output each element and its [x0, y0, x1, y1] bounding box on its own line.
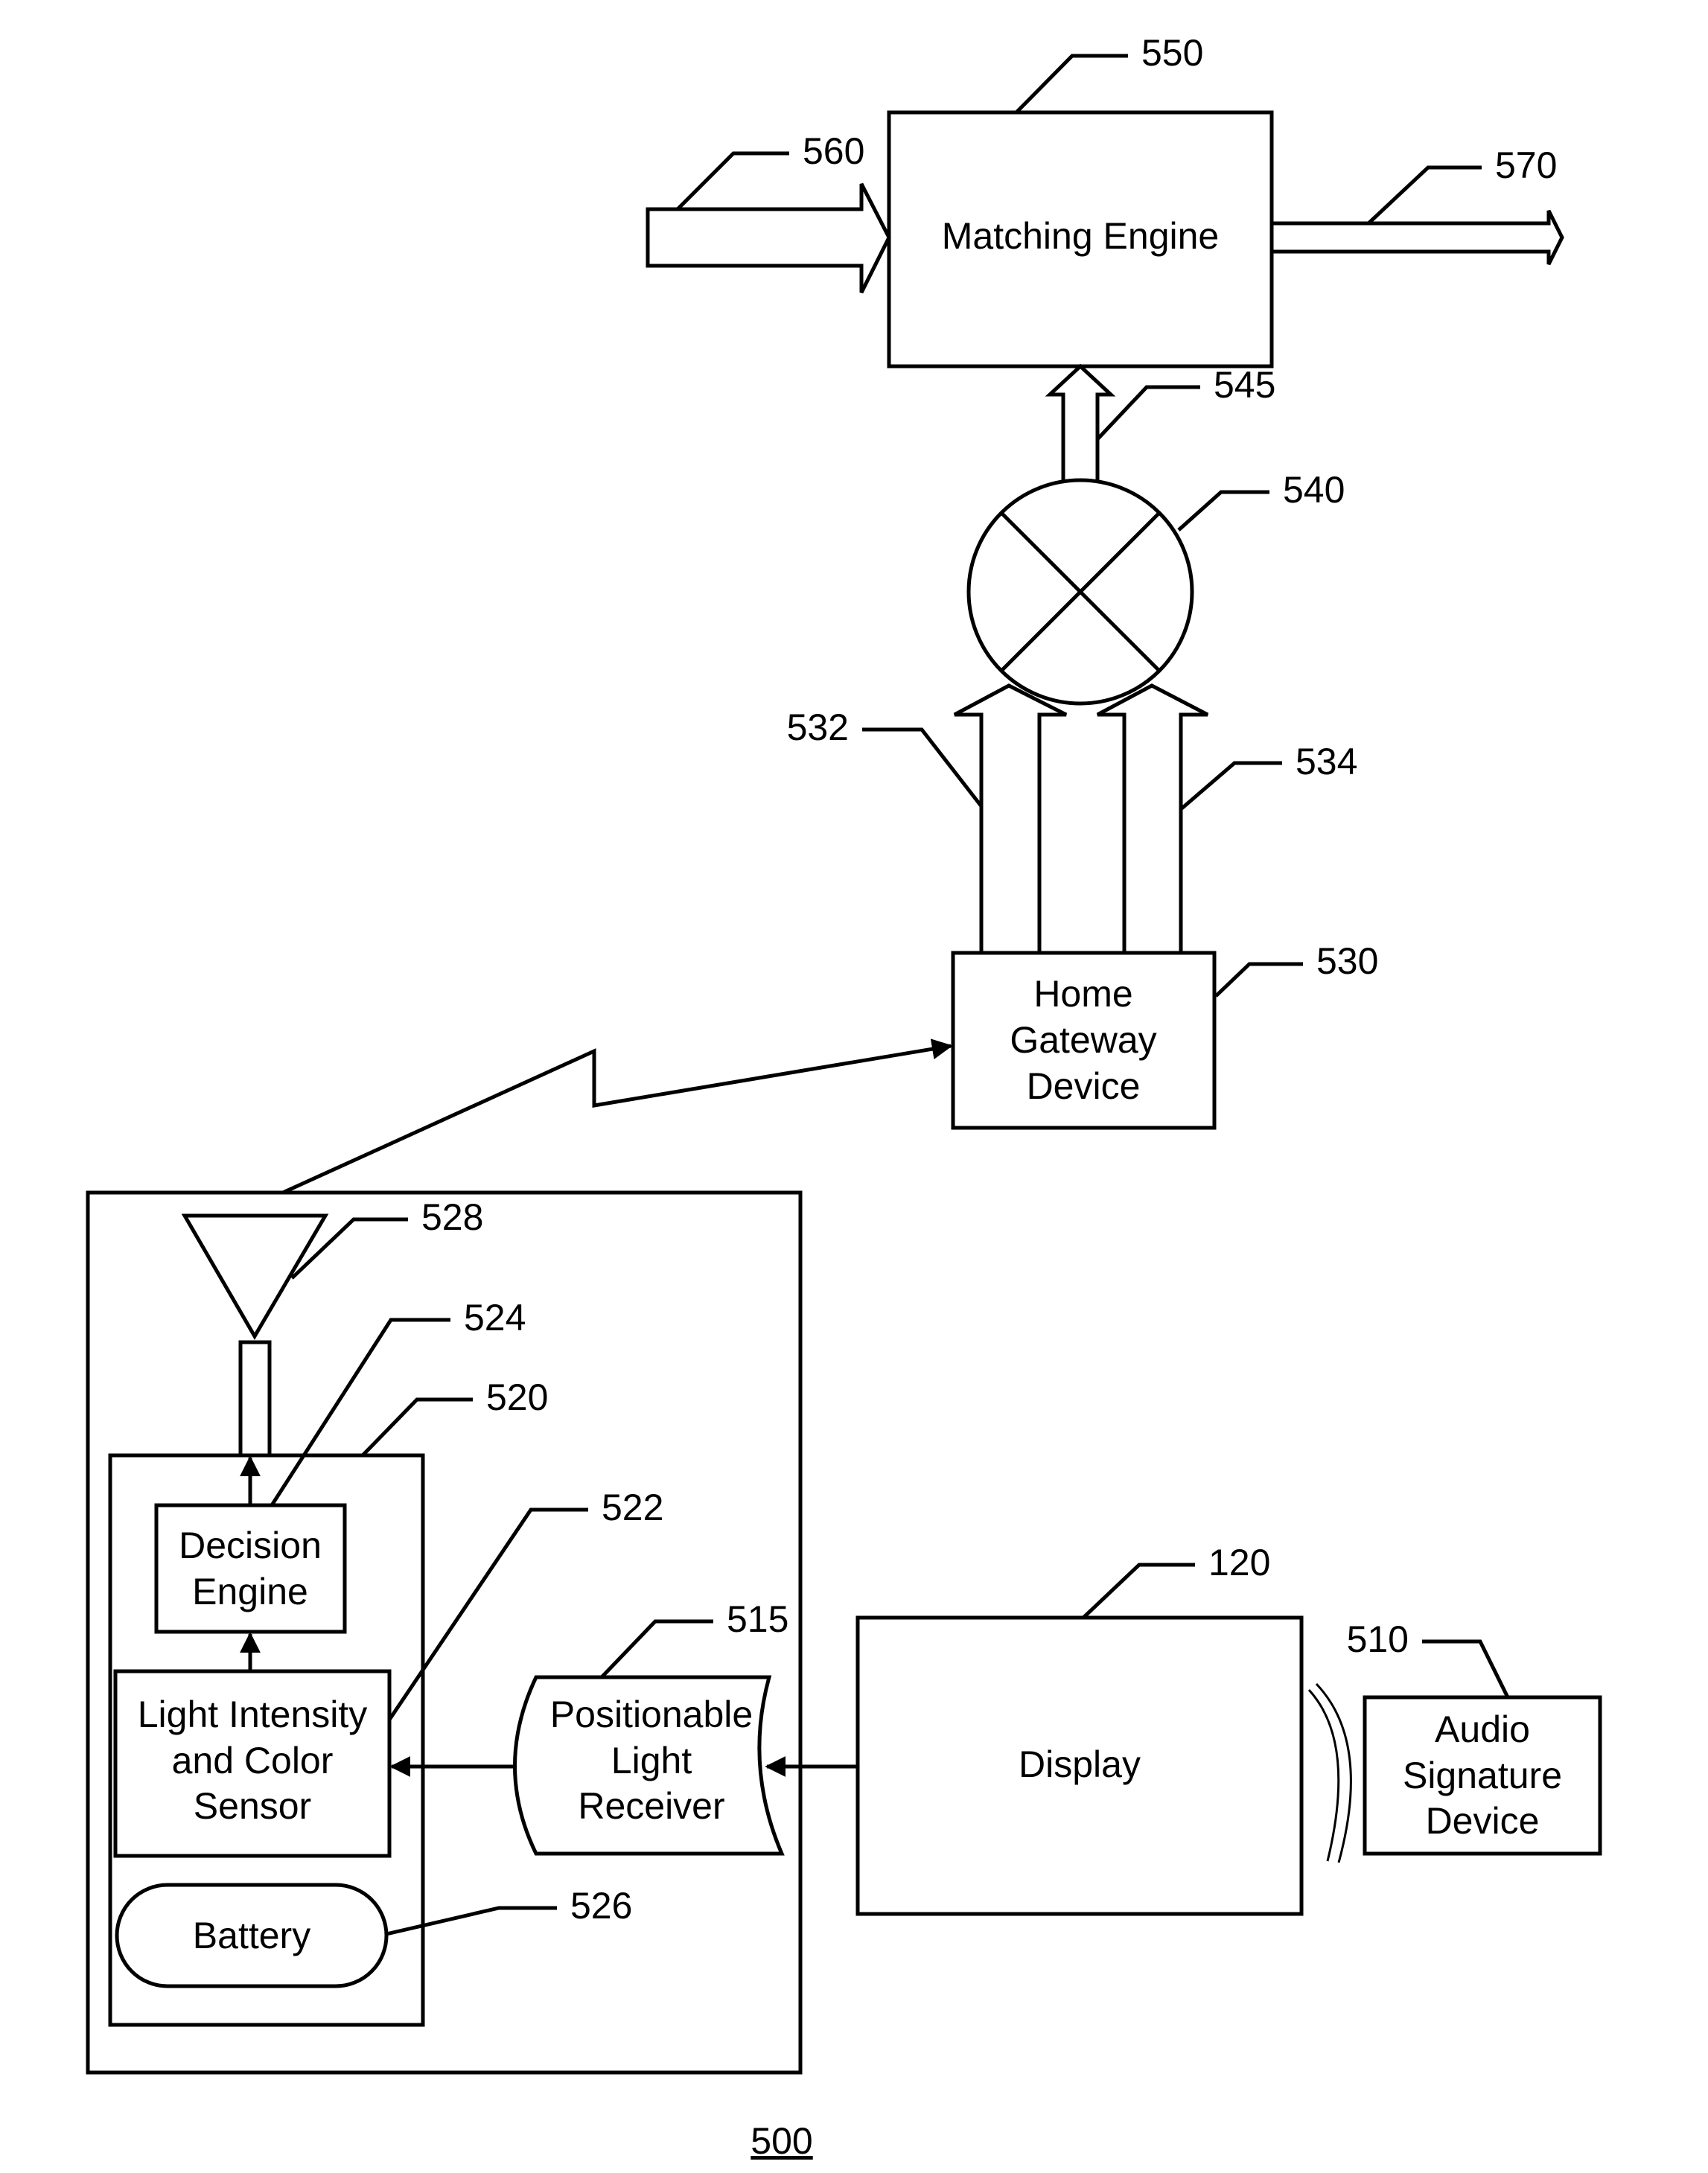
light-receiver-line-1: Positionable — [550, 1694, 753, 1735]
home-gateway-line-2: Gateway — [1010, 1019, 1156, 1061]
ref-530: 530 — [1316, 940, 1378, 982]
audio-device-line-1: Audio — [1435, 1708, 1530, 1750]
decision-engine-line-1: Decision — [179, 1525, 322, 1566]
ref-510: 510 — [1347, 1618, 1409, 1660]
ref-515: 515 — [727, 1598, 788, 1640]
ref-550: 550 — [1141, 32, 1203, 74]
output-arrow-570: 570 — [1272, 144, 1562, 264]
matching-engine-block: Matching Engine — [889, 112, 1272, 366]
ref-520: 520 — [486, 1376, 548, 1418]
matching-engine-label: Matching Engine — [942, 215, 1219, 257]
audio-wave-icon — [1309, 1684, 1351, 1863]
home-gateway-line-3: Device — [1027, 1065, 1141, 1107]
signal-arrows-532-534: 532 534 — [787, 686, 1358, 953]
audio-signature-device-block: Audio Signature Device 510 — [1347, 1618, 1600, 1854]
wireless-link — [283, 1046, 951, 1193]
light-sensor-line-3: Sensor — [194, 1785, 311, 1827]
input-arrow-560: 560 — [648, 130, 889, 293]
ref-524: 524 — [464, 1297, 526, 1338]
ref-534: 534 — [1296, 741, 1357, 782]
light-sensor-line-1: Light Intensity — [138, 1694, 368, 1735]
ref-570: 570 — [1495, 144, 1557, 186]
ref-528: 528 — [421, 1196, 483, 1238]
audio-device-line-3: Device — [1426, 1800, 1540, 1842]
battery-label: Battery — [193, 1915, 310, 1956]
ref-522: 522 — [602, 1487, 663, 1528]
home-gateway-line-1: Home — [1033, 973, 1132, 1015]
light-receiver-line-2: Light — [611, 1740, 692, 1781]
ref-540: 540 — [1283, 469, 1345, 511]
ref-532: 532 — [787, 706, 849, 748]
combiner-540: 540 — [969, 469, 1345, 703]
light-receiver-line-3: Receiver — [578, 1785, 724, 1827]
audio-device-line-2: Signature — [1403, 1755, 1562, 1796]
ref-560: 560 — [803, 130, 864, 172]
ref-526: 526 — [570, 1885, 632, 1927]
home-gateway-block: Home Gateway Device 530 — [953, 940, 1378, 1128]
ref-545: 545 — [1214, 364, 1275, 406]
signal-arrow-545: 545 — [1050, 364, 1275, 480]
decision-engine-line-2: Engine — [192, 1571, 308, 1612]
display-label: Display — [1019, 1743, 1141, 1785]
display-block: Display 120 — [858, 1542, 1301, 1914]
ref-120: 120 — [1208, 1542, 1270, 1583]
light-sensor-line-2: and Color — [172, 1740, 334, 1781]
figure-number: 500 — [751, 2120, 812, 2162]
ref-550-leader: 550 — [1016, 32, 1203, 112]
